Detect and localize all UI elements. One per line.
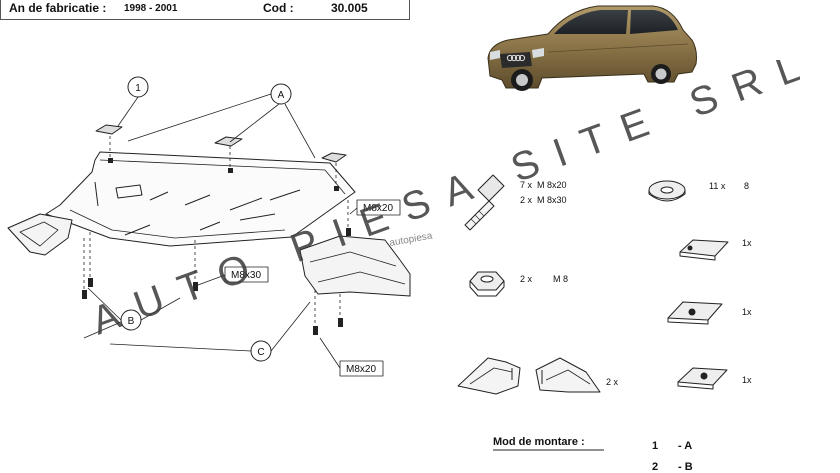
bolt-label-bottom: M8x20 — [346, 364, 376, 375]
callout-b: B — [128, 316, 135, 327]
washer-icon — [648, 180, 686, 202]
mounting-row-2-val: - B — [678, 461, 693, 473]
bolt-size-2: M 8x30 — [537, 195, 567, 205]
bracket-1-qty: 1x — [742, 238, 752, 248]
code-label: Cod : — [263, 1, 294, 15]
car-image — [487, 5, 697, 91]
side-guard-right-icon — [535, 357, 601, 393]
side-guard-qty: 2 x — [606, 377, 619, 387]
bracket-2-icon — [667, 301, 723, 325]
code-value: 30.005 — [331, 1, 368, 15]
main-skid-plate — [45, 151, 356, 247]
nut-size: M 8 — [553, 274, 568, 284]
bracket-2-qty: 1x — [742, 307, 752, 317]
nut-icon — [469, 271, 505, 297]
callout-a: A — [278, 90, 285, 101]
bolt-label-top: M8x20 — [363, 203, 393, 214]
side-guard-left-icon — [457, 357, 521, 395]
callout-c: C — [257, 347, 264, 358]
washer-qty: 11 x — [709, 181, 726, 191]
bracket-3-icon — [677, 367, 728, 390]
mounting-row-1-val: - A — [678, 440, 693, 452]
year-value: 1998 - 2001 — [124, 3, 178, 14]
top-brackets — [95, 124, 347, 163]
mounting-title: Mod de montare : — [493, 436, 585, 448]
mounting-row-1-num: 1 — [652, 440, 659, 452]
bracket-1-icon — [679, 239, 729, 261]
left-side-guard — [7, 213, 73, 256]
bolt-size-1: M 8x20 — [537, 180, 567, 190]
bolt-qty-1: 7 x — [520, 180, 533, 190]
mounting-row-2-num: 2 — [652, 461, 659, 473]
right-side-guard — [299, 235, 411, 297]
bolt-icon — [464, 174, 505, 231]
callout-1: 1 — [135, 83, 141, 94]
header-box: An de fabricatie : 1998 - 2001 Cod : 30.… — [0, 0, 410, 20]
washer-size: 8 — [744, 181, 749, 191]
nut-qty: 2 x — [520, 274, 533, 284]
year-label: An de fabricatie : — [9, 1, 107, 15]
bolt-label-middle: M8x30 — [231, 270, 261, 281]
bracket-3-qty: 1x — [742, 375, 752, 385]
bolt-qty-2: 2 x — [520, 195, 533, 205]
